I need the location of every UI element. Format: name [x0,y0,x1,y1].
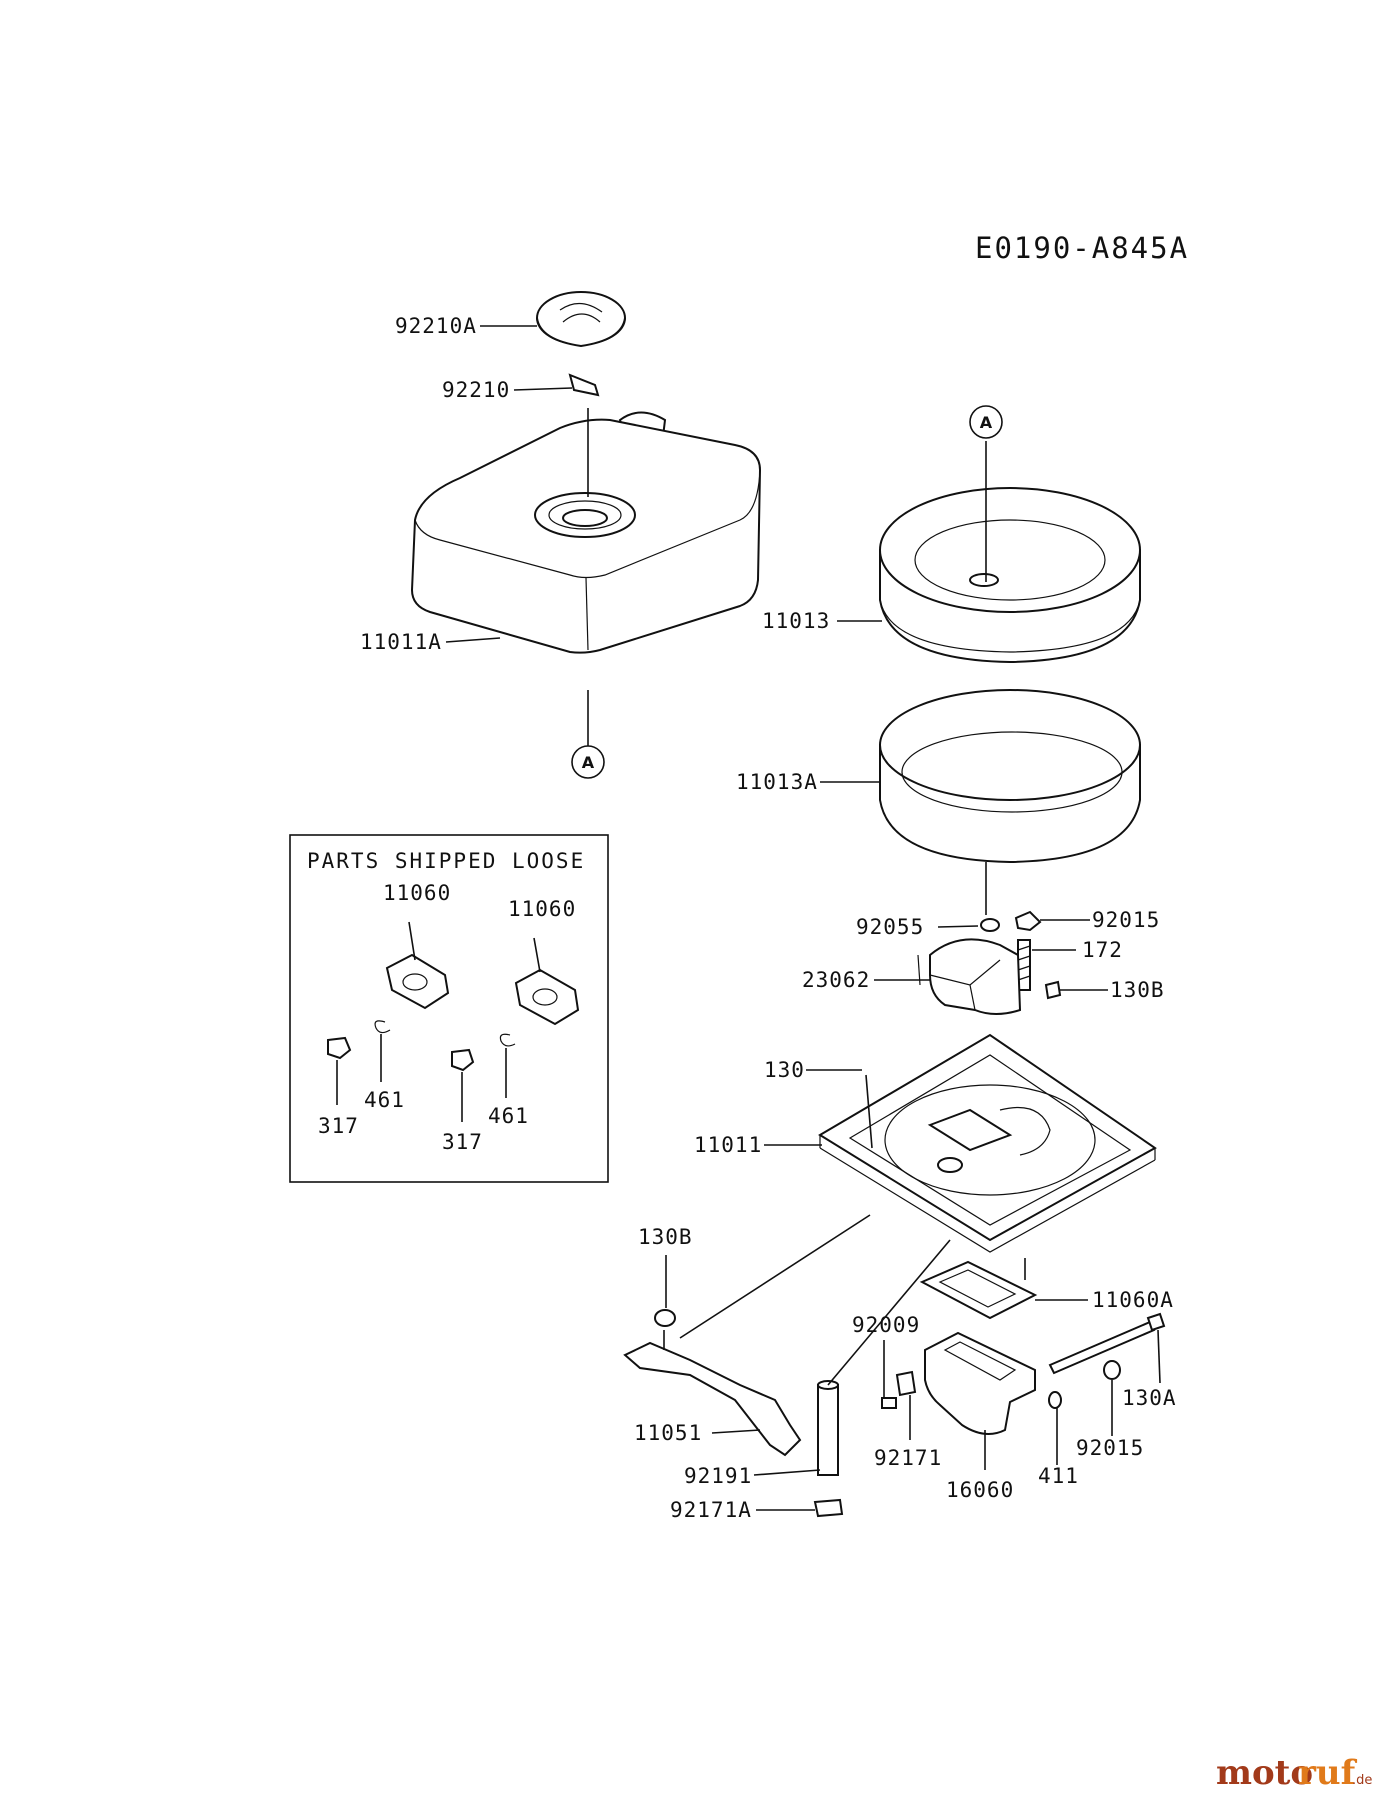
label-11013A: 11013A [736,770,818,794]
diagram-code: E0190-A845A [975,231,1189,265]
label-130A: 130A [1122,1386,1177,1410]
label-92210: 92210 [442,378,510,402]
svg-text:.de: .de [1352,1773,1372,1788]
label-130B-bottom: 130B [638,1225,693,1249]
bracket-and-tube [623,1309,844,1518]
air-cleaner-base [818,1033,1157,1253]
label-92015-bottom: 92015 [1076,1436,1144,1460]
label-92009: 92009 [852,1313,920,1337]
label-11011: 11011 [694,1133,762,1157]
label-172: 172 [1082,938,1123,962]
svg-text:ruf: ruf [1298,1753,1358,1793]
gasket-and-elbow [881,1260,1166,1435]
svg-text:moto: moto [1216,1753,1313,1793]
air-filter-element [879,487,1141,664]
air-cleaner-cover [410,291,762,654]
label-92210A: 92210A [395,314,477,338]
label-130: 130 [764,1058,805,1082]
loose-label-317-right: 317 [442,1130,483,1154]
svg-text:A: A [582,753,595,772]
label-11060A: 11060A [1092,1288,1174,1312]
reference-marker-top: A [969,405,1003,439]
leader-lines [445,325,1161,1511]
label-11011A: 11011A [360,630,442,654]
parts-shipped-loose-box: PARTS SHIPPED LOOSE 11060 11060 461 461 … [289,834,609,1183]
motoruf-logo: moto ruf .de [1216,1753,1372,1793]
svg-text:A: A [980,413,993,432]
label-23062: 23062 [802,968,870,992]
loose-label-461-right: 461 [488,1104,529,1128]
label-11051: 11051 [634,1421,702,1445]
pre-cleaner [879,689,1141,864]
label-130B-top: 130B [1110,978,1165,1002]
label-11013: 11013 [762,609,830,633]
loose-box-title: PARTS SHIPPED LOOSE [307,849,585,873]
small-hardware-top [917,910,1062,1015]
loose-label-11060-right: 11060 [508,897,576,921]
label-411: 411 [1038,1464,1079,1488]
label-16060: 16060 [946,1478,1014,1502]
label-92055: 92055 [856,915,924,939]
loose-label-11060-left: 11060 [383,881,451,905]
loose-label-461-left: 461 [364,1088,405,1112]
label-92015-top: 92015 [1092,908,1160,932]
loose-label-317-left: 317 [318,1114,359,1138]
label-92171: 92171 [874,1446,942,1470]
label-92171A: 92171A [670,1498,752,1522]
reference-marker-bottom: A [571,745,605,779]
label-92191: 92191 [684,1464,752,1488]
